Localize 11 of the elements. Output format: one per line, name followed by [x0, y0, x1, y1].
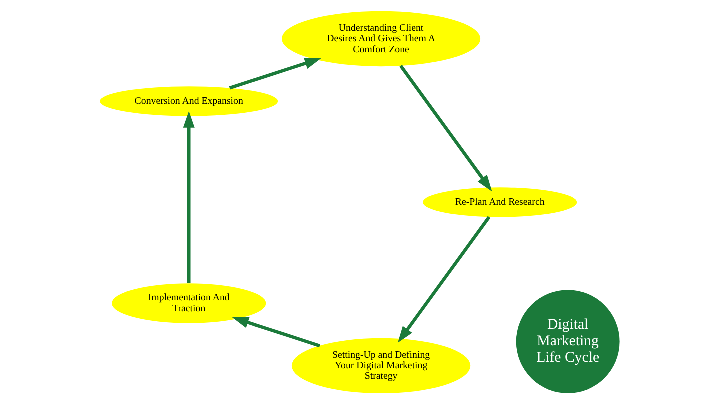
- arrow: [229, 58, 322, 90]
- arrow: [183, 111, 195, 284]
- arrow: [400, 65, 492, 192]
- node-circle: Digital Marketing Life Cycle: [516, 290, 620, 394]
- node-ellipse: Conversion And Expansion: [100, 86, 278, 116]
- node-ellipse: Setting-Up and Defining Your Digital Marketing Strategy: [292, 338, 471, 394]
- node-ellipse: Re-Plan And Research: [423, 188, 578, 218]
- arrow: [232, 317, 320, 348]
- node-ellipse: Understanding Client Desires And Gives Them A Comfort Zone: [282, 11, 481, 67]
- arrow: [398, 216, 491, 344]
- node-ellipse: Implementation And Traction: [112, 284, 266, 324]
